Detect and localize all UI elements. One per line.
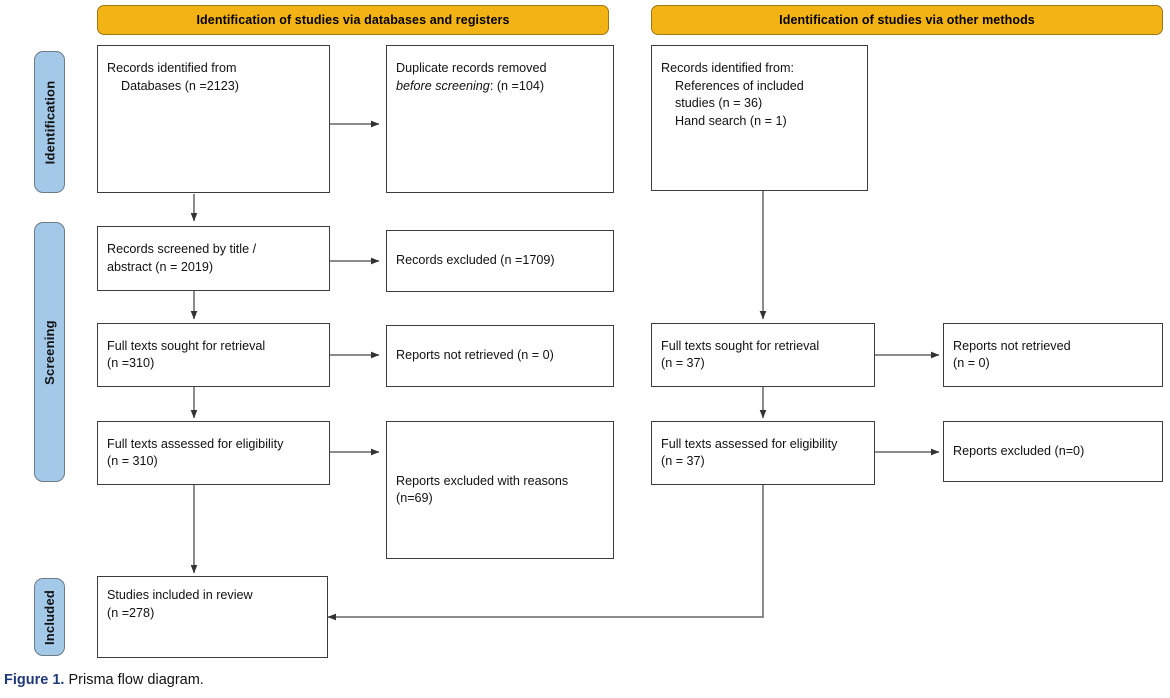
box-full-texts-sought-right-text: Full texts sought for retrieval (n = 37) xyxy=(661,338,865,373)
box-records-excluded-text: Records excluded (n =1709) xyxy=(396,252,604,270)
studies-included-line1: Studies included in review xyxy=(107,588,253,602)
phase-tab-included: Included xyxy=(34,578,65,656)
banner-other-methods-label: Identification of studies via other meth… xyxy=(779,13,1035,27)
other-identified-line2: References of included xyxy=(661,78,804,93)
excluded-right-line1: Reports excluded (n=0) xyxy=(953,443,1085,458)
box-records-identified-databases: Records identified from Databases (n =21… xyxy=(97,45,330,193)
figure-caption: Figure 1. Prisma flow diagram. xyxy=(4,672,204,688)
studies-included-line2: (n =278) xyxy=(107,605,155,620)
banner-other-methods: Identification of studies via other meth… xyxy=(651,5,1163,35)
records-screened-line2: abstract (n = 2019) xyxy=(107,259,214,274)
sought-left-line1: Full texts sought for retrieval xyxy=(107,338,266,353)
sought-left-line2: (n =310) xyxy=(107,356,155,370)
records-identified-line2: Databases (n =2123) xyxy=(107,78,239,93)
phase-tab-identification-label: Identification xyxy=(42,80,58,164)
box-records-identified-other: Records identified from: References of i… xyxy=(651,45,868,191)
box-reports-not-retrieved-left-text: Reports not retrieved (n = 0) xyxy=(396,347,604,365)
phase-tab-screening: Screening xyxy=(34,222,65,482)
notretrieved-right-line1: Reports not retrieved xyxy=(953,338,1071,353)
box-reports-excluded-right-text: Reports excluded (n=0) xyxy=(953,443,1153,461)
box-reports-not-retrieved-right: Reports not retrieved (n = 0) xyxy=(943,323,1163,387)
banner-databases-registers: Identification of studies via databases … xyxy=(97,5,609,35)
other-identified-line3: studies (n = 36) xyxy=(661,96,763,110)
phase-tab-identification: Identification xyxy=(34,51,65,193)
box-reports-excluded-with-reasons: Reports excluded with reasons (n=69) xyxy=(386,421,614,559)
records-identified-line1: Records identified from xyxy=(107,61,237,75)
records-excluded-line1: Records excluded (n =1709) xyxy=(396,253,555,268)
box-full-texts-sought-right: Full texts sought for retrieval (n = 37) xyxy=(651,323,875,387)
assessed-right-line1: Full texts assessed for eligibility xyxy=(661,436,838,451)
box-full-texts-sought-left-text: Full texts sought for retrieval (n =310) xyxy=(107,338,320,373)
box-full-texts-assessed-right-text: Full texts assessed for eligibility (n =… xyxy=(661,436,865,471)
notretrieved-left-line1: Reports not retrieved (n = 0) xyxy=(396,348,554,363)
other-identified-line1: Records identified from: xyxy=(661,61,794,75)
box-reports-not-retrieved-right-text: Reports not retrieved (n = 0) xyxy=(953,338,1153,373)
box-records-screened: Records screened by title / abstract (n … xyxy=(97,226,330,291)
box-duplicate-records-removed-text: Duplicate records removed before screeni… xyxy=(396,60,604,95)
box-full-texts-assessed-right: Full texts assessed for eligibility (n =… xyxy=(651,421,875,485)
box-studies-included-in-review: Studies included in review (n =278) xyxy=(97,576,328,658)
figure-caption-label: Figure 1. xyxy=(4,672,65,688)
box-studies-included-text: Studies included in review (n =278) xyxy=(107,587,318,622)
sought-right-line2: (n = 37) xyxy=(661,356,705,370)
other-identified-line4: Hand search (n = 1) xyxy=(661,113,787,128)
duplicates-line1: Duplicate records removed xyxy=(396,61,547,75)
sought-right-line1: Full texts sought for retrieval xyxy=(661,338,820,353)
assessed-left-line1: Full texts assessed for eligibility xyxy=(107,436,284,451)
box-reports-not-retrieved-left: Reports not retrieved (n = 0) xyxy=(386,325,614,387)
duplicates-line2-rest: : (n =104) xyxy=(489,78,545,93)
notretrieved-right-line2: (n = 0) xyxy=(953,356,990,370)
excluded-reasons-line2: (n=69) xyxy=(396,491,433,505)
excluded-reasons-line1: Reports excluded with reasons xyxy=(396,473,569,488)
box-records-identified-databases-text: Records identified from Databases (n =21… xyxy=(107,60,320,95)
box-reports-excluded-with-reasons-text: Reports excluded with reasons (n=69) xyxy=(396,473,604,508)
box-full-texts-assessed-left-text: Full texts assessed for eligibility (n =… xyxy=(107,436,320,471)
figure-caption-text: Prisma flow diagram. xyxy=(68,672,204,688)
box-records-screened-text: Records screened by title / abstract (n … xyxy=(107,241,320,276)
duplicates-line2-italic: before screening xyxy=(396,78,490,93)
box-reports-excluded-right: Reports excluded (n=0) xyxy=(943,421,1163,482)
banner-databases-registers-label: Identification of studies via databases … xyxy=(196,13,510,27)
box-records-excluded: Records excluded (n =1709) xyxy=(386,230,614,292)
assessed-right-line2: (n = 37) xyxy=(661,454,705,468)
box-full-texts-sought-left: Full texts sought for retrieval (n =310) xyxy=(97,323,330,387)
box-records-identified-other-text: Records identified from: References of i… xyxy=(661,60,858,130)
records-screened-line1: Records screened by title / xyxy=(107,242,257,256)
phase-tab-screening-label: Screening xyxy=(42,319,57,385)
box-duplicate-records-removed: Duplicate records removed before screeni… xyxy=(386,45,614,193)
phase-tab-included-label: Included xyxy=(42,589,57,645)
assessed-left-line2: (n = 310) xyxy=(107,454,158,468)
box-full-texts-assessed-left: Full texts assessed for eligibility (n =… xyxy=(97,421,330,485)
